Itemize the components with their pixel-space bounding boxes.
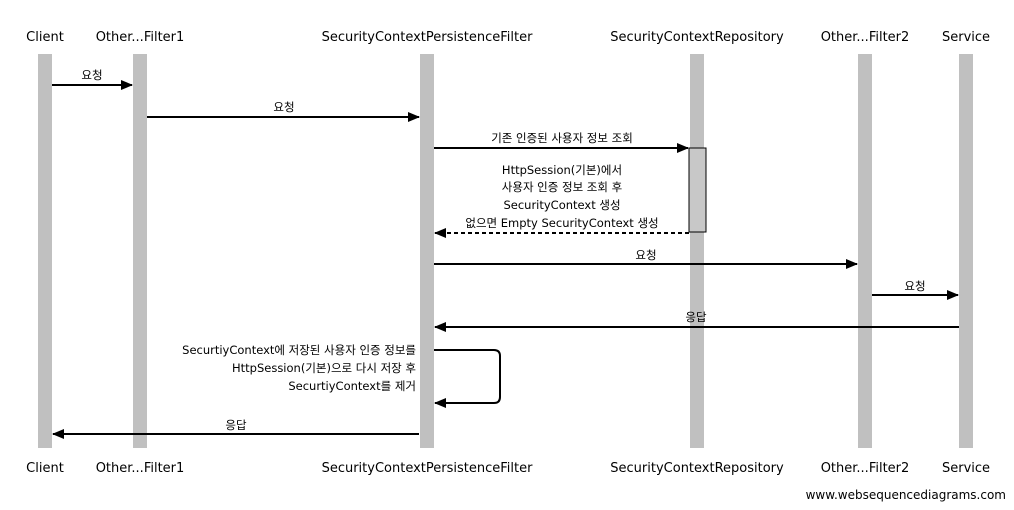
message-label-m8-line1: SecurtiyContext에 저장된 사용자 인증 정보를 xyxy=(182,343,416,357)
message-label-m7: 응답 xyxy=(685,310,707,324)
participant-label-client-bottom: Client xyxy=(26,461,64,476)
message-label-m4-line4: 없으면 Empty SecurityContext 생성 xyxy=(465,216,658,230)
lifeline-scr xyxy=(690,54,704,448)
participant-label-scpf-top: SecurityContextPersistenceFilter xyxy=(322,30,534,45)
participant-label-scpf-bottom: SecurityContextPersistenceFilter xyxy=(322,461,534,476)
message-arrow-m8 xyxy=(434,349,501,408)
participant-label-other2-top: Other...Filter2 xyxy=(821,30,910,45)
participant-label-client-top: Client xyxy=(26,30,64,45)
message-label-m4-line3: SecurityContext 생성 xyxy=(503,198,620,212)
message-label-m8-line2: HttpSession(기본)으로 다시 저장 후 xyxy=(232,361,416,375)
lifeline-other1 xyxy=(133,54,147,448)
message-label-m1: 요청 xyxy=(81,68,102,82)
activation-box-scr xyxy=(688,147,707,233)
participant-label-other1-bottom: Other...Filter1 xyxy=(96,461,185,476)
participant-label-scr-top: SecurityContextRepository xyxy=(610,30,784,45)
watermark-text: www.websequencediagrams.com xyxy=(806,488,1006,502)
lifeline-client xyxy=(38,54,52,448)
participant-label-other2-bottom: Other...Filter2 xyxy=(821,461,910,476)
participant-label-service-bottom: Service xyxy=(942,461,990,476)
message-label-m8-line3: SecurtiyContext를 제거 xyxy=(288,379,416,393)
participant-label-scr-bottom: SecurityContextRepository xyxy=(610,461,784,476)
lifeline-service xyxy=(959,54,973,448)
participant-label-service-top: Service xyxy=(942,30,990,45)
participant-label-other1-top: Other...Filter1 xyxy=(96,30,185,45)
message-label-m2: 요청 xyxy=(273,100,294,114)
message-label-m4-line2: 사용자 인증 정보 조회 후 xyxy=(502,180,622,194)
message-label-m9: 응답 xyxy=(225,418,247,432)
message-label-m5: 요청 xyxy=(635,248,656,262)
message-label-m4-line1: HttpSession(기본)에서 xyxy=(502,163,622,177)
lifeline-other2 xyxy=(858,54,872,448)
message-label-m6: 요청 xyxy=(904,279,925,293)
message-label-m3: 기존 인증된 사용자 정보 조회 xyxy=(491,131,633,145)
lifeline-scpf xyxy=(420,54,434,448)
